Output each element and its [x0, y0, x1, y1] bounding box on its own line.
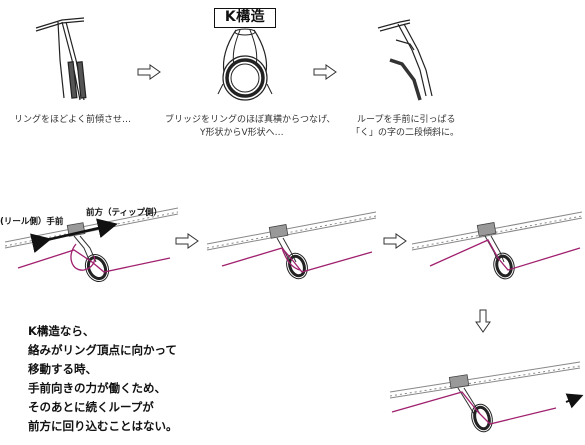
- guide-ring-panel-1: [73, 235, 110, 283]
- fishing-line-panel-1: [17, 243, 171, 273]
- step3-caption-line2: 「く」の字の二段傾斜に。: [351, 128, 460, 138]
- right-arrow-icon: [137, 64, 161, 80]
- note-line: 前方に回り込むことはない。: [28, 419, 178, 433]
- step1-guide-illustration: [35, 17, 87, 101]
- note-line: 手前向きの力が働くため、: [28, 381, 166, 395]
- step2-ring-illustration: [217, 28, 273, 101]
- note-line: そのあとに続くループが: [28, 400, 154, 414]
- right-arrow-icon: [383, 233, 407, 249]
- step3-guide-illustration: [377, 19, 433, 101]
- step3-caption-line1: ループを手前に引っぱる: [357, 115, 456, 125]
- explanation-note: K構造なら、 絡みがリング頂点に向かって 移動する時、 手前向きの力が働くため、…: [28, 322, 178, 436]
- rod-panel-2: [206, 211, 377, 251]
- front-label: 前方（ティップ側）: [86, 208, 162, 218]
- right-arrow-icon: [313, 64, 337, 80]
- line-loop-panel-2: [281, 247, 301, 271]
- line-path: [17, 249, 171, 273]
- rod-panel-4: [389, 361, 581, 399]
- down-arrow-icon: [475, 309, 491, 333]
- rod-panel-3: [411, 211, 583, 251]
- direction-arrow-icon: [30, 218, 118, 253]
- guide-ring-panel-4: [457, 387, 493, 433]
- step2-caption-line2: Y形状からV形状へ…: [200, 128, 284, 138]
- guide-foot-panel-4: [448, 374, 470, 389]
- step2-caption-line1: ブリッジをリングのほぼ真横からつなげ、: [165, 115, 336, 125]
- guide-foot-panel-3: [476, 222, 497, 237]
- step1-caption: リングをほどよく前傾させ…: [14, 115, 132, 125]
- note-line: 絡みがリング頂点に向かって: [28, 343, 177, 357]
- fishing-line-panel-2: [221, 247, 373, 273]
- note-line: 移動する時、: [28, 362, 97, 376]
- back-label: (リール側）手前: [0, 217, 64, 227]
- right-arrow-icon: [175, 233, 199, 249]
- fishing-line-panel-4: [391, 391, 557, 425]
- note-line: K構造なら、: [28, 324, 95, 338]
- guide-foot-panel-2: [268, 224, 289, 239]
- page-title: K構造: [214, 8, 276, 28]
- guide-ring-panel-2: [276, 237, 308, 280]
- pull-arrow-icon: [565, 393, 584, 409]
- fishing-line-panel-3: [429, 239, 581, 271]
